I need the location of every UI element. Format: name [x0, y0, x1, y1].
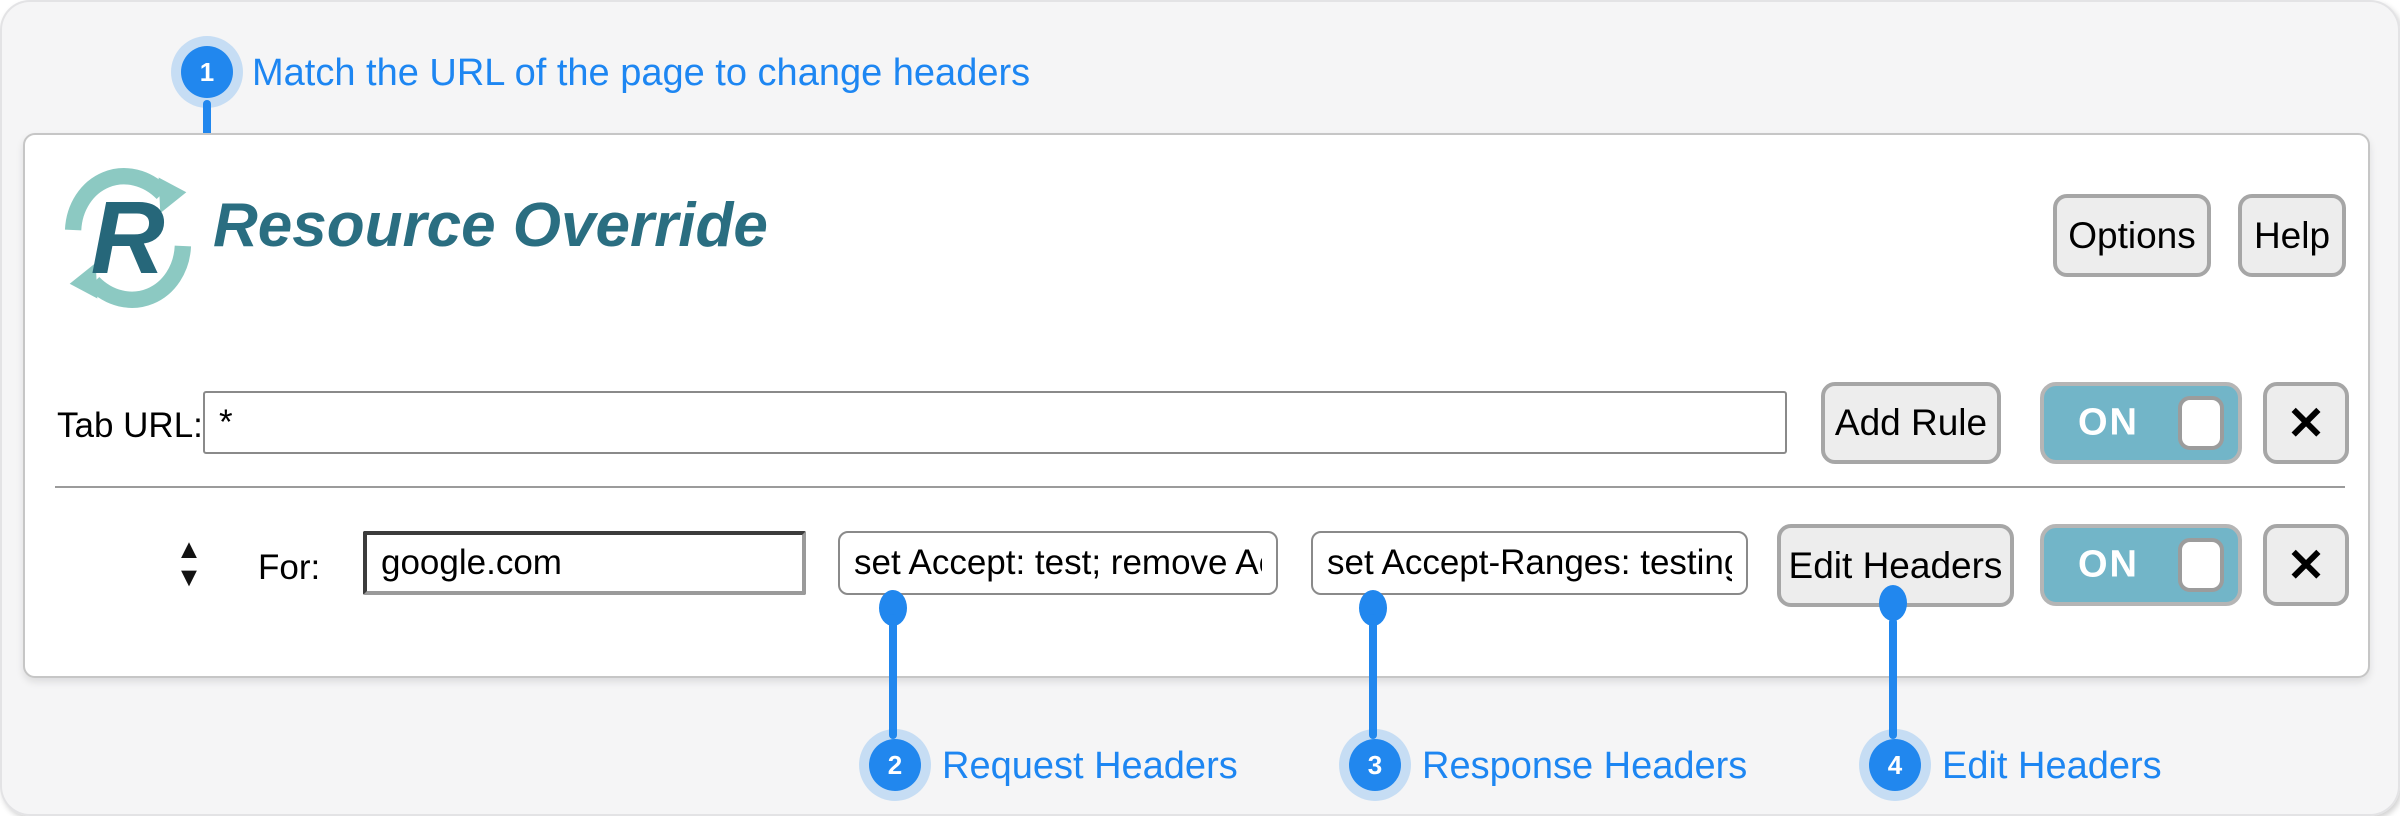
help-button[interactable]: Help: [2238, 194, 2346, 277]
callout-2-label: Request Headers: [942, 745, 1238, 787]
callout-2-badge: 2: [869, 739, 921, 791]
callout-2-line: [889, 614, 897, 739]
callout-3-number: 3: [1367, 749, 1383, 780]
resource-override-logo-icon: R: [64, 168, 192, 308]
callout-3-line: [1369, 614, 1377, 739]
match-url-input[interactable]: [363, 531, 806, 595]
callout-1-badge: 1: [181, 46, 233, 98]
tab-url-input[interactable]: [203, 391, 1787, 454]
override-rule-close-button[interactable]: ✕: [2263, 524, 2349, 606]
add-rule-button[interactable]: Add Rule: [1821, 382, 2001, 464]
tab-rule-toggle-knob: [2178, 396, 2224, 450]
drag-handle[interactable]: ▲ ▼: [172, 535, 206, 591]
override-rule-on-toggle[interactable]: ON: [2040, 524, 2242, 606]
for-label: For:: [258, 548, 321, 587]
close-icon: ✕: [2286, 539, 2326, 591]
tab-rule-toggle-state: ON: [2078, 401, 2139, 444]
page-title: Resource Override: [213, 191, 768, 260]
override-rule-toggle-knob: [2178, 538, 2224, 592]
sort-up-icon: ▲: [175, 534, 203, 564]
tab-rule-close-button[interactable]: ✕: [2263, 382, 2349, 464]
override-rule-toggle-state: ON: [2078, 543, 2139, 586]
callout-3-badge: 3: [1349, 739, 1401, 791]
response-headers-input[interactable]: [1311, 531, 1748, 595]
close-icon: ✕: [2286, 397, 2326, 449]
callout-4-number: 4: [1887, 749, 1903, 780]
options-button[interactable]: Options: [2053, 194, 2211, 277]
options-button-label: Options: [2068, 214, 2196, 256]
sort-down-icon: ▼: [175, 562, 203, 592]
help-button-label: Help: [2253, 214, 2331, 256]
logo-letter: R: [91, 180, 165, 295]
rule-divider: [55, 486, 2345, 488]
callout-4-dot: [1879, 585, 1907, 621]
callout-1-label: Match the URL of the page to change head…: [252, 52, 1031, 94]
callout-3-label: Response Headers: [1422, 745, 1748, 787]
callout-4-line: [1889, 618, 1897, 739]
callout-4-label: Edit Headers: [1942, 745, 2162, 787]
tab-url-label: Tab URL:: [57, 406, 203, 445]
callout-2-number: 2: [887, 749, 903, 780]
edit-headers-button-label: Edit Headers: [1788, 544, 2003, 586]
add-rule-button-label: Add Rule: [1834, 402, 1988, 443]
tab-rule-on-toggle[interactable]: ON: [2040, 382, 2242, 464]
callout-4-badge: 4: [1869, 739, 1921, 791]
request-headers-input[interactable]: [838, 531, 1278, 595]
callout-1-number: 1: [199, 56, 215, 87]
